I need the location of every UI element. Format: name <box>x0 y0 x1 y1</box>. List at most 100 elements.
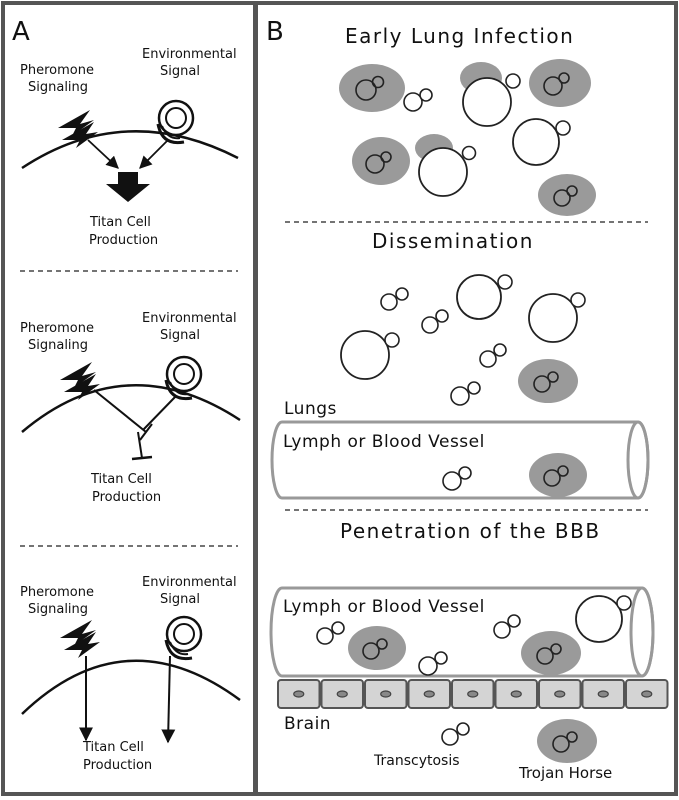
titan-cell <box>512 118 571 166</box>
endothelial-nucleus <box>380 690 392 698</box>
lungs-label: Lungs <box>284 399 337 419</box>
macrophage-with-yeast <box>518 359 578 403</box>
pheromone-label-line2: Signaling <box>28 80 88 95</box>
environmental-receptor-icon <box>164 355 203 401</box>
endothelial-nucleus <box>510 690 522 698</box>
endothelial-nucleus <box>293 690 305 698</box>
macrophage-with-yeast <box>529 59 591 107</box>
vessel-1-cells <box>442 453 587 497</box>
endothelial-nucleus <box>467 690 479 698</box>
titan-cell <box>575 595 632 643</box>
vessel-1-label: Lymph or Blood Vessel <box>283 432 485 452</box>
trojan-horse-label: Trojan Horse <box>518 764 612 782</box>
inhibition-line-2 <box>142 395 177 431</box>
pheromone-label-line1: Pheromone <box>20 585 94 600</box>
endothelial-nucleus <box>641 690 653 698</box>
early-lung-infection-title: Early Lung Infection <box>345 24 574 48</box>
macrophage-with-yeast <box>352 137 410 185</box>
cell-membrane <box>21 384 241 433</box>
trojan-horse-macrophage <box>537 719 597 763</box>
cell-membrane <box>21 659 241 715</box>
blood-brain-barrier <box>277 679 669 709</box>
pheromone-label-line1: Pheromone <box>20 321 94 336</box>
environmental-arrow <box>161 655 176 744</box>
panel-a-diagram-1: Pheromone Signaling Environmental Signal… <box>20 47 239 248</box>
pheromone-receptor-icon <box>58 110 98 148</box>
environmental-label-line2: Signal <box>160 592 200 607</box>
titan-output-label-line2: Production <box>92 490 161 505</box>
pheromone-receptor-icon <box>60 620 100 658</box>
titan-cell <box>528 292 586 343</box>
transcytosis-yeast <box>441 722 470 746</box>
inhibition-line-1 <box>93 389 153 441</box>
titan-output-label-line1: Titan Cell <box>89 215 151 230</box>
yeast-cell <box>450 381 481 406</box>
environmental-label-line1: Environmental <box>142 575 237 590</box>
yeast-cell <box>442 466 472 491</box>
yeast-cell <box>403 88 433 112</box>
panel-a-letter: A <box>12 17 30 47</box>
early-infection-cells <box>339 59 596 216</box>
titan-cell-partially-engulfed <box>415 134 477 197</box>
macrophage-with-yeast <box>538 174 596 216</box>
titan-cell-partially-engulfed <box>460 62 521 127</box>
yeast-cell <box>493 614 521 639</box>
pheromone-label-line2: Signaling <box>28 338 88 353</box>
panel-a-border <box>1 1 257 796</box>
macrophage-with-yeast <box>521 631 581 675</box>
endothelial-cell <box>407 679 451 709</box>
environmental-label-line2: Signal <box>160 64 200 79</box>
macrophage-with-yeast <box>529 453 587 497</box>
output-arrow-icon <box>106 172 150 202</box>
transcytosis-label: Transcytosis <box>373 753 460 769</box>
pheromone-label-line2: Signaling <box>28 602 88 617</box>
inhibition-bar-output <box>131 431 153 461</box>
bbb-penetration-title: Penetration of the BBB <box>340 519 601 543</box>
titan-cell <box>340 330 400 380</box>
titan-output-label-line1: Titan Cell <box>82 740 144 755</box>
pheromone-receptor-icon <box>60 362 100 400</box>
macrophage-with-yeast <box>348 626 406 670</box>
pheromone-arrow <box>87 139 119 169</box>
environmental-receptor-icon <box>156 99 195 145</box>
pheromone-label-line1: Pheromone <box>20 63 94 78</box>
macrophage-with-yeast <box>339 64 405 112</box>
titan-output-label-line1: Titan Cell <box>90 472 152 487</box>
environmental-label-line1: Environmental <box>142 311 237 326</box>
endothelial-cell <box>277 679 321 709</box>
endothelial-cell <box>320 679 364 709</box>
yeast-cell <box>316 621 345 645</box>
endothelial-cell <box>494 679 538 709</box>
endothelial-cell <box>625 679 669 709</box>
panel-a-diagram-2: Pheromone Signaling Environmental Signal… <box>20 311 241 505</box>
yeast-cell <box>418 651 448 676</box>
yeast-cell <box>479 343 507 368</box>
environmental-label-line1: Environmental <box>142 47 237 62</box>
vessel-2-label: Lymph or Blood Vessel <box>283 597 485 617</box>
titan-output-label-line2: Production <box>83 758 152 773</box>
dissemination-title: Dissemination <box>372 229 534 253</box>
environmental-label-line2: Signal <box>160 328 200 343</box>
titan-output-label-line2: Production <box>89 233 158 248</box>
endothelial-cell <box>451 679 495 709</box>
brain-label: Brain <box>284 714 331 734</box>
cell-membrane <box>21 130 239 170</box>
environmental-arrow <box>139 139 169 169</box>
endothelial-nucleus <box>423 690 435 698</box>
endothelial-nucleus <box>336 690 348 698</box>
panel-a-diagram-3: Pheromone Signaling Environmental Signal… <box>20 575 241 773</box>
panel-b-border <box>254 1 678 796</box>
endothelial-cell <box>364 679 408 709</box>
vessel-2-cells <box>316 595 632 676</box>
dissemination-cells <box>340 274 586 406</box>
yeast-cell <box>421 309 449 334</box>
endothelial-nucleus <box>554 690 566 698</box>
yeast-cell <box>380 287 409 311</box>
titan-cell <box>456 274 513 320</box>
panel-b-letter: B <box>266 17 284 47</box>
environmental-receptor-icon <box>164 615 203 661</box>
endothelial-cell <box>581 679 625 709</box>
endothelial-nucleus <box>597 690 609 698</box>
endothelial-cell <box>538 679 582 709</box>
